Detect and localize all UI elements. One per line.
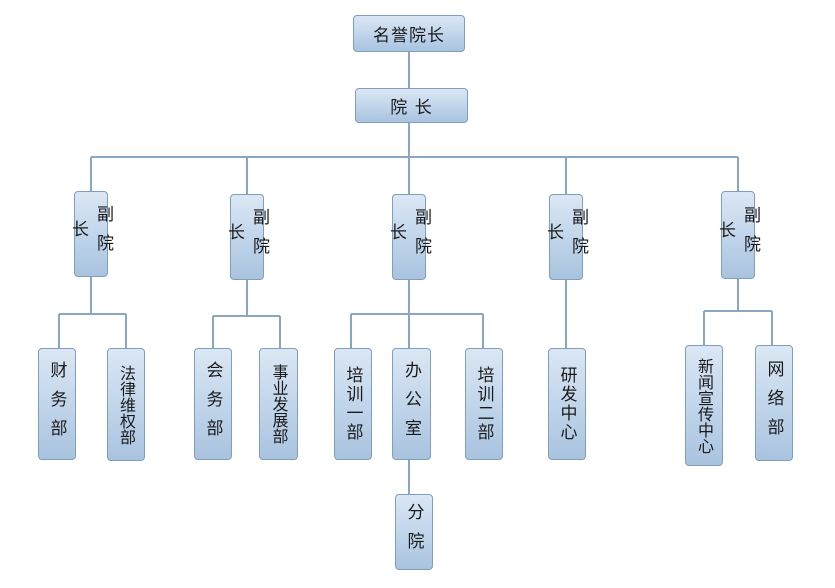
node-label: 培训一部 [342, 366, 363, 442]
connector [58, 277, 127, 348]
node-office: 办公室 [392, 348, 431, 460]
node-vice-president-2: 副院长 [224, 194, 269, 280]
node-label: 办公室 [401, 360, 421, 448]
node-branch: 分院 [395, 494, 433, 570]
node-label: 副院长 [543, 208, 588, 266]
node-finance-dept: 财务部 [38, 348, 76, 460]
node-label: 财务部 [46, 360, 67, 448]
node-label: 名誉院长 [373, 26, 445, 46]
node-label: 培训二部 [473, 366, 494, 442]
node-label: 网络部 [763, 359, 784, 447]
connector [212, 280, 281, 348]
node-label: 院 长 [390, 98, 433, 118]
node-label: 新闻宣传中心 [695, 357, 714, 454]
node-label: 副院长 [68, 205, 113, 263]
node-label: 事业发展部 [269, 364, 289, 444]
node-label: 研发中心 [556, 366, 577, 442]
node-president: 院 长 [355, 88, 468, 123]
node-network-dept: 网络部 [755, 345, 793, 461]
node-vice-president-5: 副院长 [715, 191, 760, 279]
node-news-center: 新闻宣传中心 [685, 345, 723, 466]
connector [350, 280, 484, 494]
node-vice-president-1: 副院长 [68, 191, 113, 277]
node-label: 分院 [403, 503, 424, 561]
node-vice-president-3: 副院长 [386, 194, 431, 280]
node-honorary-president: 名誉院长 [353, 15, 465, 52]
node-label: 副院长 [715, 206, 760, 264]
node-membership-dept: 会务部 [194, 348, 232, 460]
node-training-dept-1: 培训一部 [334, 348, 372, 460]
node-label: 副院长 [386, 208, 431, 266]
node-research-center: 研发中心 [548, 348, 586, 460]
node-training-dept-2: 培训二部 [465, 348, 503, 460]
node-legal-rights-dept: 法律维权部 [107, 348, 145, 461]
node-label: 法律维权部 [117, 364, 136, 445]
node-vice-president-4: 副院长 [543, 194, 588, 280]
node-label: 副院长 [224, 208, 269, 266]
connector [703, 279, 773, 345]
node-label: 会务部 [202, 360, 223, 448]
connector [90, 123, 739, 194]
node-career-development-dept: 事业发展部 [259, 348, 298, 460]
